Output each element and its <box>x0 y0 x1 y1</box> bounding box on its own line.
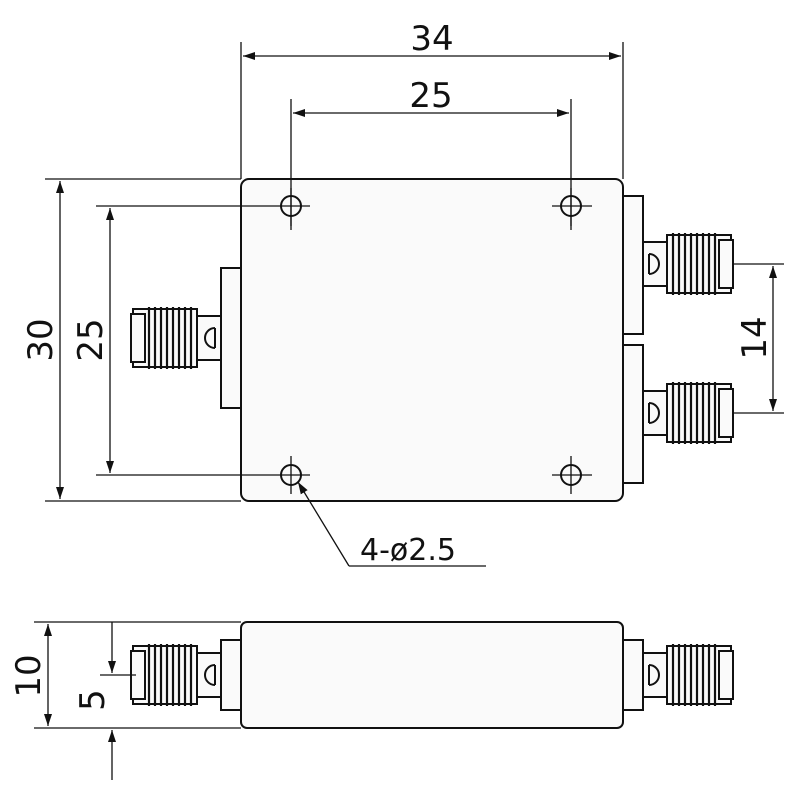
side-housing-body <box>240 621 624 729</box>
output-connector <box>641 380 735 446</box>
dim-label-hole-spacing-x: 25 <box>409 76 452 116</box>
dimension-thickness: 10 <box>9 621 241 729</box>
input-connector <box>129 267 242 409</box>
housing-body <box>240 178 624 502</box>
mounting-hole <box>552 456 592 494</box>
holes-callout: 4-ø2.5 <box>297 481 486 568</box>
dimension-hole-spacing-y: 25 <box>71 205 272 476</box>
holes-callout-label: 4-ø2.5 <box>360 533 456 568</box>
dimension-output-spacing: 14 <box>733 263 784 414</box>
output-plate <box>622 195 644 335</box>
dimension-height-overall: 30 <box>21 178 241 502</box>
mounting-hole <box>272 456 310 494</box>
side-output-connector <box>622 639 735 711</box>
dim-label-output-spacing: 14 <box>735 316 775 359</box>
output-connector <box>641 231 735 297</box>
dim-label-height: 30 <box>21 318 61 361</box>
dimension-width-overall: 34 <box>240 19 624 179</box>
dimension-hole-spacing-x: 25 <box>290 76 572 230</box>
dim-label-hole-spacing-y: 25 <box>71 318 111 361</box>
dim-label-width: 34 <box>410 19 453 59</box>
side-input-connector <box>129 639 242 711</box>
dimension-connector-height: 5 <box>73 622 136 780</box>
output-plate <box>622 344 644 484</box>
side-view: 10 5 <box>9 621 735 780</box>
dim-label-thickness: 10 <box>9 654 49 697</box>
top-view: 34 25 30 25 14 <box>21 19 784 568</box>
dim-label-connector-height: 5 <box>73 689 113 711</box>
